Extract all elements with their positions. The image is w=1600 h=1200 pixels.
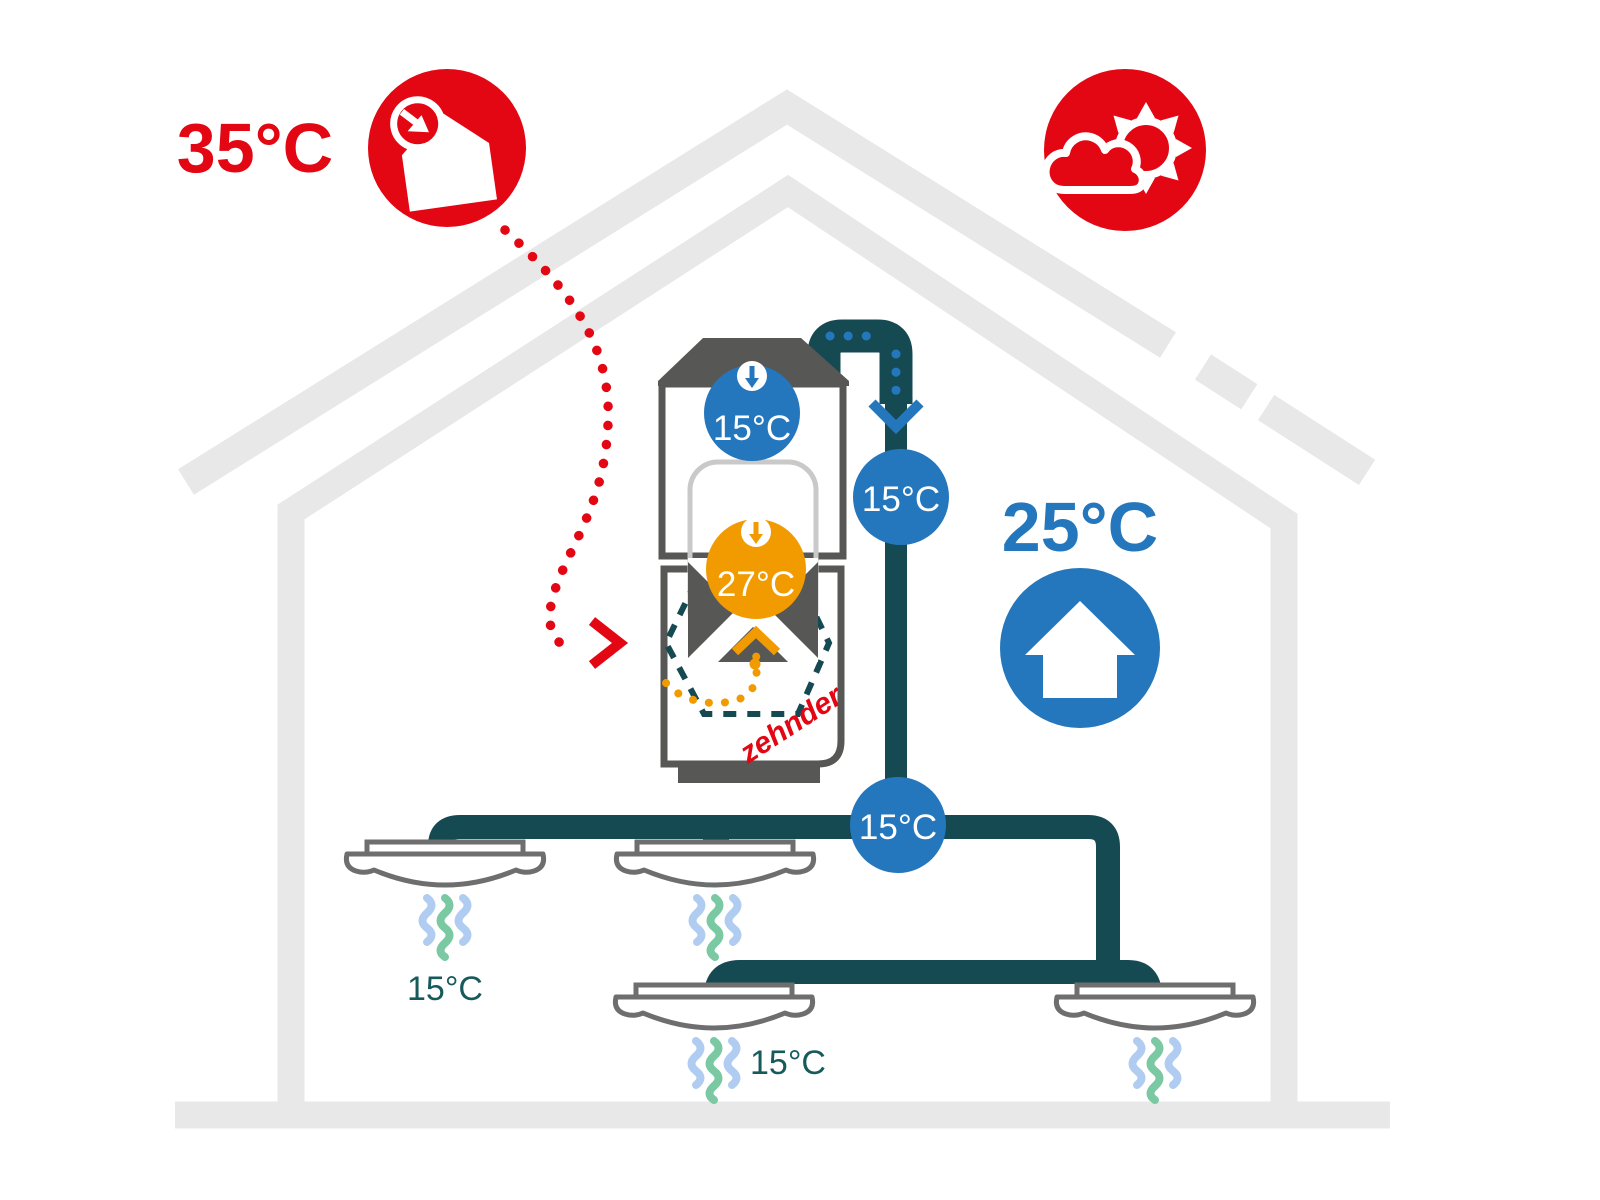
diffuser-left	[343, 839, 547, 888]
bubble-circle	[850, 777, 946, 873]
junction-temp: 15°C	[859, 808, 937, 847]
wall-ceiling-line	[277, 174, 1298, 1110]
diffuser-dish	[343, 851, 547, 888]
upper-branch-duct	[428, 815, 1120, 972]
diffuser-center-top	[613, 839, 817, 888]
supply-air-waves	[418, 894, 1182, 1104]
room-temp-label-left: 15°C	[407, 970, 483, 1008]
room-temp-label-center: 15°C	[750, 1044, 826, 1082]
indoor-badge: 25°C	[1000, 488, 1160, 728]
air-wave-icon-left	[418, 894, 472, 961]
indoor-temp-label: 25°C	[1002, 488, 1158, 566]
unit-intake-temp: 15°C	[713, 409, 791, 448]
exchanger-temp-bubble: 27°C	[706, 517, 806, 619]
bubble-circle	[853, 449, 949, 545]
home-icon	[1025, 601, 1135, 698]
exhaust-flow-indicator	[825, 331, 924, 435]
diffuser-dish	[612, 994, 816, 1031]
diffuser-plate	[1074, 982, 1236, 1000]
air-wave-icon-center-bottom	[687, 1037, 741, 1104]
diffuser-plate	[634, 839, 796, 857]
duct-junction-bubble: 15°C	[850, 777, 946, 873]
duct-drop-temp: 15°C	[862, 480, 940, 519]
diffuser-plate	[633, 982, 795, 1000]
sun-behind-cloud-icon	[1041, 102, 1192, 194]
temperature-bubbles: 15°C 27°C 15°C 15°C	[704, 361, 949, 873]
duct-down-arrow-icon	[868, 399, 924, 435]
diffuser-plate	[364, 839, 526, 857]
unit-intake-bubble: 15°C	[704, 361, 800, 461]
roof-outer-line	[178, 89, 1176, 495]
roof-outer-dashes	[1194, 354, 1391, 495]
air-wave-icon-center-top	[688, 894, 742, 961]
outdoor-air-arrow-icon	[588, 617, 629, 669]
outdoor-badge: 35°C	[177, 69, 526, 227]
exhaust-duct-bend	[807, 319, 913, 404]
duct-drop-bubble: 15°C	[853, 449, 949, 545]
air-down-icon-head	[745, 378, 759, 388]
house-air-intake-icon	[390, 96, 497, 212]
diffuser-center-bottom	[612, 982, 816, 1031]
air-down-icon-head	[749, 534, 763, 544]
weather-badge	[1041, 69, 1206, 231]
ceiling-diffusers	[343, 839, 1257, 1031]
bubble-circle	[706, 519, 806, 619]
unit-base	[678, 766, 820, 783]
outdoor-temp-label: 35°C	[177, 109, 333, 187]
diffuser-dish	[613, 851, 817, 888]
house-outline	[175, 89, 1391, 1129]
unit-chevron-up-icon	[731, 625, 781, 656]
diffuser-dish	[1053, 994, 1257, 1031]
bubble-circle	[704, 365, 800, 461]
warm-air-dotted-path	[662, 650, 761, 707]
outdoor-air-flow	[500, 225, 629, 669]
air-wave-icon-right	[1128, 1037, 1182, 1104]
heat-exchanger-hexagon-outline	[662, 570, 833, 717]
diffuser-right	[1053, 982, 1257, 1031]
exchanger-temp: 27°C	[717, 565, 795, 604]
outdoor-air-dotted-path	[500, 225, 613, 654]
unit-chevron-dot	[749, 658, 761, 670]
